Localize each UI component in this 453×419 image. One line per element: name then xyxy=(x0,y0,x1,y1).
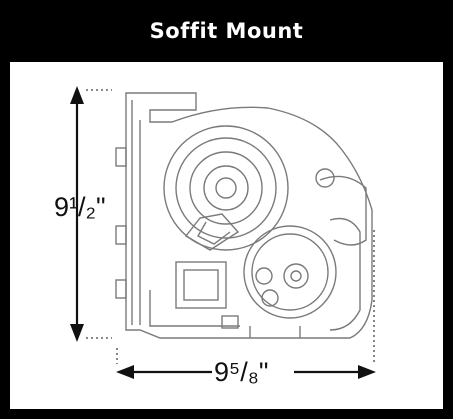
cassette-line-art xyxy=(115,92,373,339)
diagram-title: Soffit Mount xyxy=(149,19,304,43)
secondary-roller xyxy=(243,225,337,319)
roller-tube-inner xyxy=(175,137,277,239)
secondary-roller-inner xyxy=(251,233,329,311)
front-profile xyxy=(329,217,361,331)
roller-ring xyxy=(189,151,263,225)
motor-box-inner xyxy=(183,269,219,301)
title-bar: Soffit Mount xyxy=(0,0,453,62)
end-cap xyxy=(319,175,367,246)
hinge-arm-inner xyxy=(197,221,231,245)
height-dimension-label: 9¹/₂" xyxy=(54,192,106,222)
width-dimension-label: 9⁵/₈" xyxy=(214,357,269,387)
secondary-gear-hub xyxy=(290,270,302,282)
hinge-arm xyxy=(184,213,240,251)
width-dimension-arrow xyxy=(116,365,376,379)
small-gear-2 xyxy=(261,289,279,307)
motor-box xyxy=(175,261,227,309)
housing-outline xyxy=(125,92,373,339)
roller-axle xyxy=(215,177,237,199)
roller-core xyxy=(203,165,249,211)
mount-screw-3 xyxy=(115,279,127,299)
roller-tube xyxy=(163,125,289,251)
extension-lines xyxy=(86,89,375,364)
lower-rail xyxy=(149,290,240,327)
small-gear xyxy=(255,267,273,285)
bottom-ticks xyxy=(249,326,301,338)
mount-screw-2 xyxy=(115,225,127,245)
mount-screw-1 xyxy=(115,147,127,167)
lower-clip xyxy=(221,315,239,329)
height-dimension-arrow xyxy=(70,86,84,342)
end-bolt xyxy=(315,168,335,188)
secondary-gear xyxy=(283,263,309,289)
